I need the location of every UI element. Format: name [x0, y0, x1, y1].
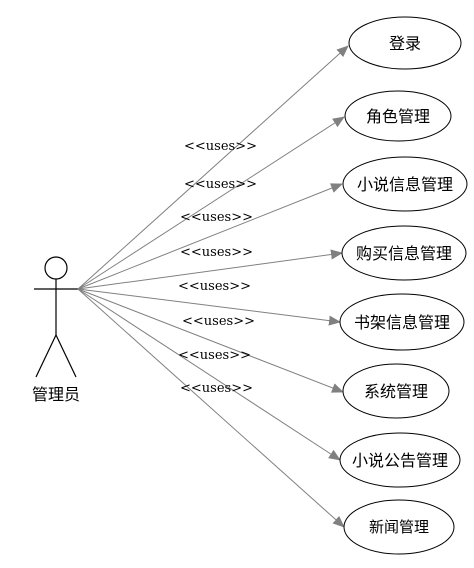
associations [77, 45, 349, 528]
association-purchase-info [77, 249, 343, 290]
stereotype-label: <<uses>> [178, 279, 251, 294]
actor-head [44, 256, 68, 280]
use-case-label: 新闻管理 [369, 518, 429, 536]
use-case-novel-info-management: 小说信息管理 [342, 156, 468, 212]
actor-left-leg [35, 334, 57, 378]
use-case-system-management: 系统管理 [342, 363, 450, 419]
use-case-label: 书架信息管理 [354, 313, 450, 332]
use-case-label: 购买信息管理 [356, 244, 452, 263]
association-role [77, 116, 345, 290]
use-case-novel-notice-management: 小说公告管理 [339, 432, 461, 488]
use-case-bookshelf-info-management: 书架信息管理 [339, 293, 465, 351]
association-novel-info [77, 183, 343, 290]
use-case-login: 登录 [348, 16, 462, 70]
association-login [77, 45, 349, 290]
use-case-news-management: 新闻管理 [343, 499, 455, 555]
stereotype-label: <<uses>> [180, 381, 253, 396]
stereotype-label: <<uses>> [184, 177, 257, 192]
association-bookshelf-info [77, 288, 341, 326]
actor: 管理员 [32, 256, 80, 404]
use-case-label: 系统管理 [364, 382, 428, 401]
use-case-label: 角色管理 [366, 107, 430, 126]
stereotype-label: <<uses>> [180, 245, 253, 260]
association-system [77, 288, 344, 393]
use-case-purchase-info-management: 购买信息管理 [341, 225, 467, 281]
use-case-label: 小说公告管理 [352, 451, 448, 470]
stereotype-label: <<uses>> [178, 348, 251, 363]
actor-right-leg [55, 334, 77, 378]
association-novel-notice [77, 288, 341, 461]
stereotype-labels: <<uses>> <<uses>> <<uses>> <<uses>> <<us… [178, 139, 257, 396]
actor-label: 管理员 [32, 385, 80, 404]
association-news [77, 288, 345, 528]
stereotype-label: <<uses>> [180, 210, 253, 225]
stereotype-label: <<uses>> [182, 314, 255, 329]
use-case-label: 登录 [389, 34, 421, 53]
use-case-role-management: 角色管理 [344, 90, 452, 142]
use-case-label: 小说信息管理 [357, 175, 453, 194]
stereotype-label: <<uses>> [184, 139, 257, 154]
